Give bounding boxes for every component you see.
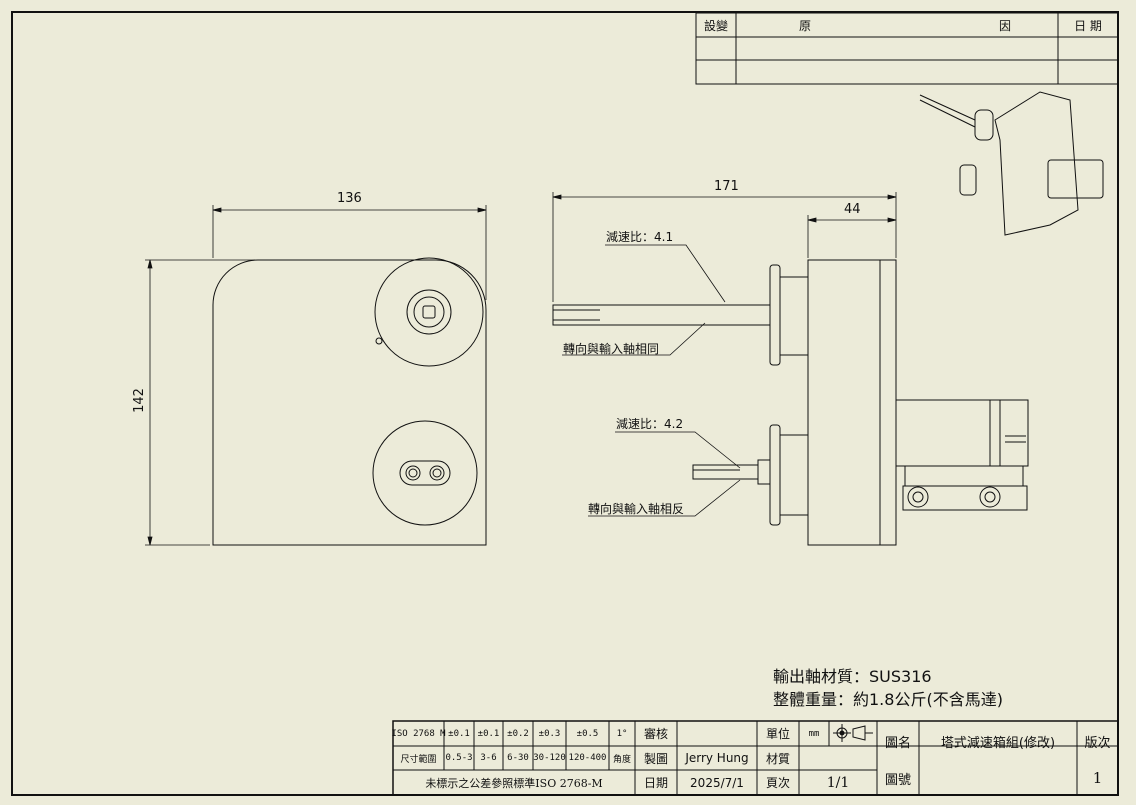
tb-version-label: 版次: [1084, 735, 1111, 751]
tb-drawn-value: Jerry Hung: [685, 751, 749, 765]
tb-name-value: 塔式減速箱組(修改): [940, 735, 1056, 751]
front-view: [212, 257, 487, 546]
title-block-lines: [392, 720, 1119, 796]
revision-table-lines: [695, 12, 1119, 85]
side-view: [552, 259, 1029, 546]
rev-header-reason-1: 原: [798, 18, 811, 33]
tb-unit-label: 單位: [765, 727, 790, 741]
tb-tol-3: ±0.2: [507, 728, 529, 739]
tb-range-1: 0.5-3: [445, 753, 473, 763]
front-dimensions: [145, 205, 487, 546]
tb-range-5: 120-400: [568, 753, 607, 763]
tb-tol-2: ±0.1: [477, 728, 500, 739]
sheet-border: [11, 11, 1119, 796]
tb-number-value: [919, 761, 1077, 795]
dim-side-body: 44: [844, 202, 861, 217]
callout-direction-bottom: 轉向與輸入軸相反: [588, 502, 685, 516]
rev-header-date: 日 期: [1074, 18, 1102, 33]
tb-tol-5: ±0.5: [576, 728, 599, 739]
dim-front-width: 136: [337, 191, 362, 206]
note-material: 輸出軸材質：SUS316: [773, 667, 932, 686]
tb-range-3: 6-30: [507, 753, 529, 763]
callout-ratio-bottom: 減速比：4.2: [616, 417, 684, 431]
tb-unit-value: mm: [808, 728, 820, 739]
side-dimensions: [552, 192, 897, 517]
callout-ratio-top: 減速比：4.1: [606, 230, 674, 244]
tb-range-4: 30-120: [533, 753, 566, 763]
tb-range-2: 3-6: [480, 753, 497, 763]
tb-review-value: [677, 721, 757, 746]
tb-page-label: 頁次: [765, 776, 790, 790]
tb-page-value: 1/1: [826, 774, 850, 791]
tb-tol-angle: 1°: [616, 728, 628, 739]
tb-number-label: 圖號: [884, 772, 911, 788]
rev-header-change: 設變: [703, 18, 728, 33]
tb-range-angle: 角度: [612, 754, 631, 765]
tb-tolerance-note: 未標示之公差參照標準ISO 2768-M: [425, 776, 603, 790]
tb-material-value: [799, 746, 877, 770]
tb-range-label: 尺寸範圍: [400, 754, 437, 765]
dim-side-length: 171: [714, 179, 739, 194]
tb-tol-4: ±0.3: [538, 728, 561, 739]
tb-review-label: 審核: [643, 727, 668, 741]
tb-iso-label: ISO 2768 M: [391, 728, 446, 739]
tb-date-value: 2025/7/1: [690, 775, 744, 790]
callout-direction-top: 轉向與輸入軸相同: [563, 342, 660, 356]
tb-name-label: 圖名: [884, 735, 911, 751]
dim-front-height: 142: [131, 388, 147, 413]
rev-header-reason-2: 因: [998, 18, 1011, 33]
tb-drawn-label: 製圖: [643, 751, 668, 766]
isometric-view: [919, 91, 1104, 236]
tb-tol-1: ±0.1: [448, 728, 470, 739]
note-weight: 整體重量：約1.8公斤(不含馬達): [773, 690, 1003, 709]
tb-version-value: 1: [1092, 769, 1103, 787]
tb-date-label: 日期: [643, 776, 668, 790]
tb-material-label: 材質: [765, 751, 790, 766]
